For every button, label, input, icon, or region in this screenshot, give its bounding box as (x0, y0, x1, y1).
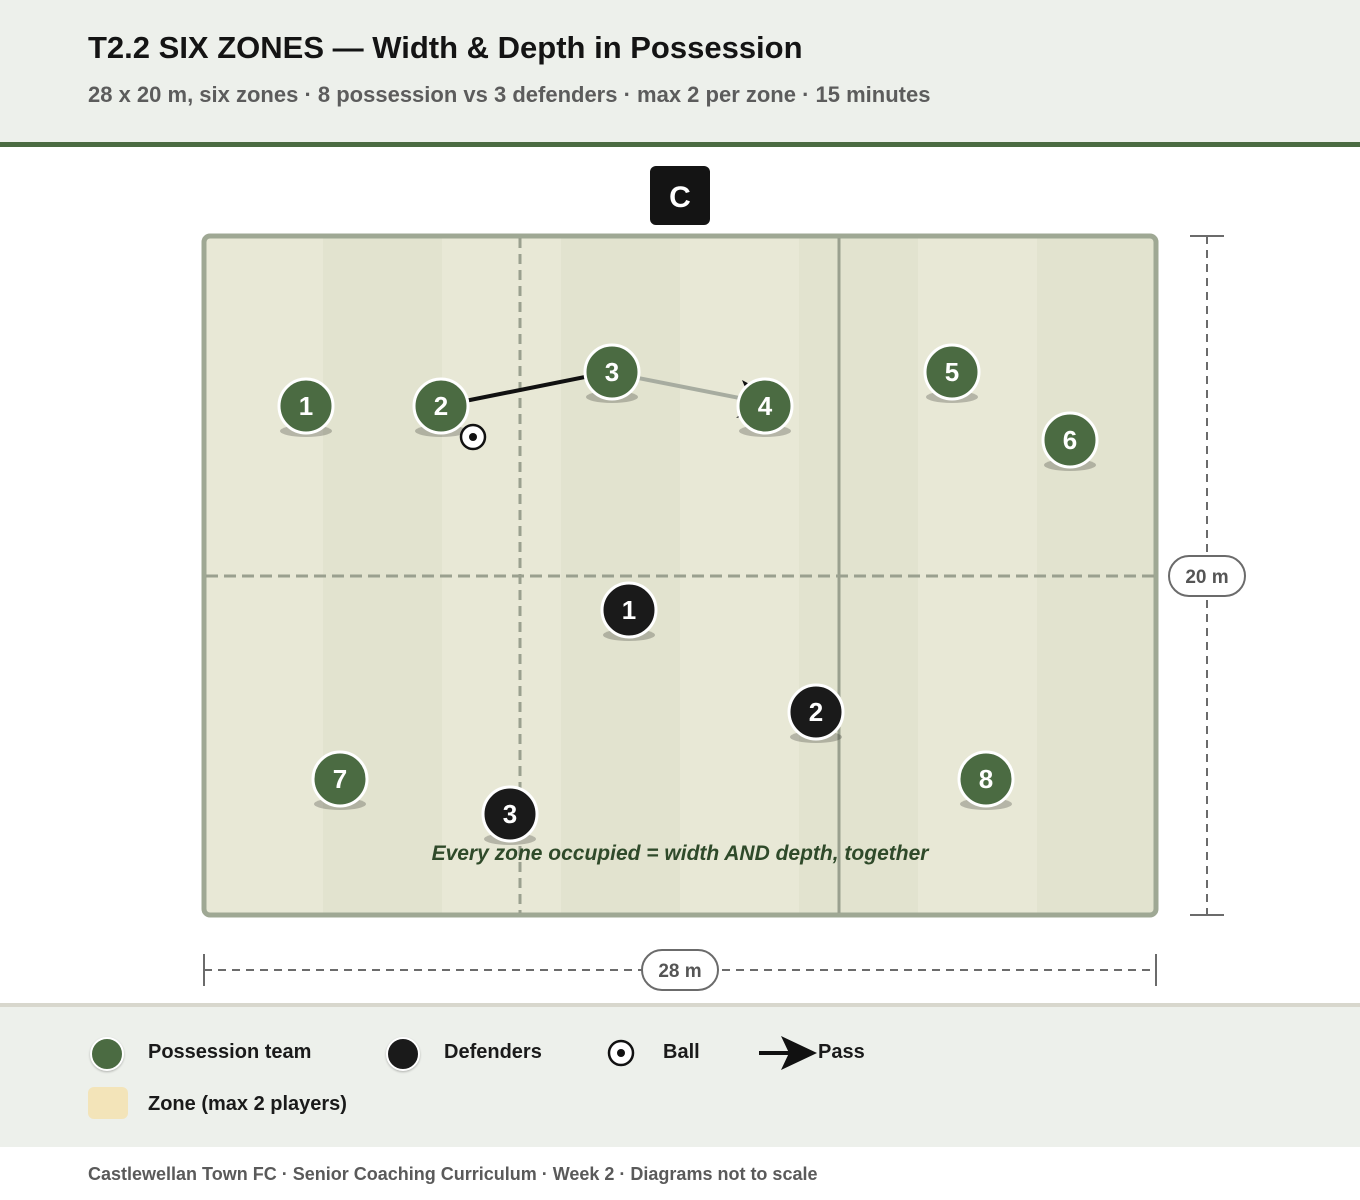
legend: Possession team Defenders Ball Pass Zone… (0, 1003, 1360, 1147)
pitch (201, 233, 1159, 918)
possession-player-4[interactable]: 4 (736, 377, 794, 437)
possession-player-1[interactable]: 1 (277, 377, 335, 437)
defender-3[interactable]: 3 (481, 785, 539, 845)
possession-player-2-marker (412, 377, 470, 435)
possession-player-8[interactable]: 8 (957, 750, 1015, 810)
defender-3-number: 3 (503, 799, 517, 829)
legend-zone-icon (88, 1087, 128, 1119)
defender-3-marker (481, 785, 539, 843)
possession-player-4-marker (736, 377, 794, 435)
possession-player-3[interactable]: 3 (583, 343, 641, 403)
coach-label: C (669, 181, 691, 214)
ball-icon[interactable] (459, 423, 487, 451)
page-subtitle: 28 x 20 m, six zones · 8 possession vs 3… (88, 82, 931, 107)
defender-2-marker (787, 683, 845, 741)
possession-player-5-number: 5 (945, 357, 959, 387)
annotation-text: Every zone occupied = width AND depth, t… (432, 842, 931, 865)
legend-possession-label: Possession team (148, 1041, 312, 1063)
possession-player-8-marker (957, 750, 1015, 808)
legend-zone-label: Zone (max 2 players) (148, 1093, 347, 1115)
possession-player-7-number: 7 (333, 764, 347, 794)
possession-player-8-number: 8 (979, 764, 993, 794)
pitch-boundary (201, 233, 1159, 918)
height-dimension: 20 m (1168, 235, 1246, 916)
height-label: 20 m (1185, 567, 1228, 588)
defender-1[interactable]: 1 (600, 581, 658, 641)
defender-2[interactable]: 2 (787, 683, 845, 743)
legend-possession-icon (90, 1037, 124, 1071)
defender-1-number: 1 (622, 595, 636, 625)
legend-ball-label: Ball (663, 1041, 700, 1063)
possession-player-3-marker (583, 343, 641, 401)
legend-pass-icon (759, 1036, 817, 1070)
header: T2.2 SIX ZONES — Width & Depth in Posses… (0, 0, 1360, 147)
legend-defenders-icon (386, 1037, 420, 1071)
defender-1-marker (600, 581, 658, 639)
possession-player-2-number: 2 (434, 391, 448, 421)
defender-2-number: 2 (809, 697, 823, 727)
page-title: T2.2 SIX ZONES — Width & Depth in Posses… (88, 30, 803, 65)
width-dimension: 28 m (203, 949, 1157, 991)
legend-defenders-label: Defenders (444, 1041, 542, 1063)
possession-player-3-number: 3 (605, 357, 619, 387)
coach-marker: C (650, 166, 710, 225)
players: 1 2 3 4 5 6 7 8 1 2 3 (277, 343, 1099, 845)
possession-player-6-marker (1041, 411, 1099, 469)
legend-ball-icon (607, 1039, 635, 1067)
footer-text: Castlewellan Town FC · Senior Coaching C… (88, 1164, 818, 1184)
width-label: 28 m (658, 961, 701, 982)
possession-player-5-marker (923, 343, 981, 401)
legend-pass-label: Pass (818, 1041, 865, 1063)
possession-player-6[interactable]: 6 (1041, 411, 1099, 471)
possession-player-4-number: 4 (758, 391, 773, 421)
possession-player-6-number: 6 (1063, 425, 1077, 455)
possession-player-1-marker (277, 377, 335, 435)
possession-player-7[interactable]: 7 (311, 750, 369, 810)
possession-player-2[interactable]: 2 (412, 377, 470, 437)
possession-player-5[interactable]: 5 (923, 343, 981, 403)
possession-player-1-number: 1 (299, 391, 313, 421)
possession-player-7-marker (311, 750, 369, 808)
